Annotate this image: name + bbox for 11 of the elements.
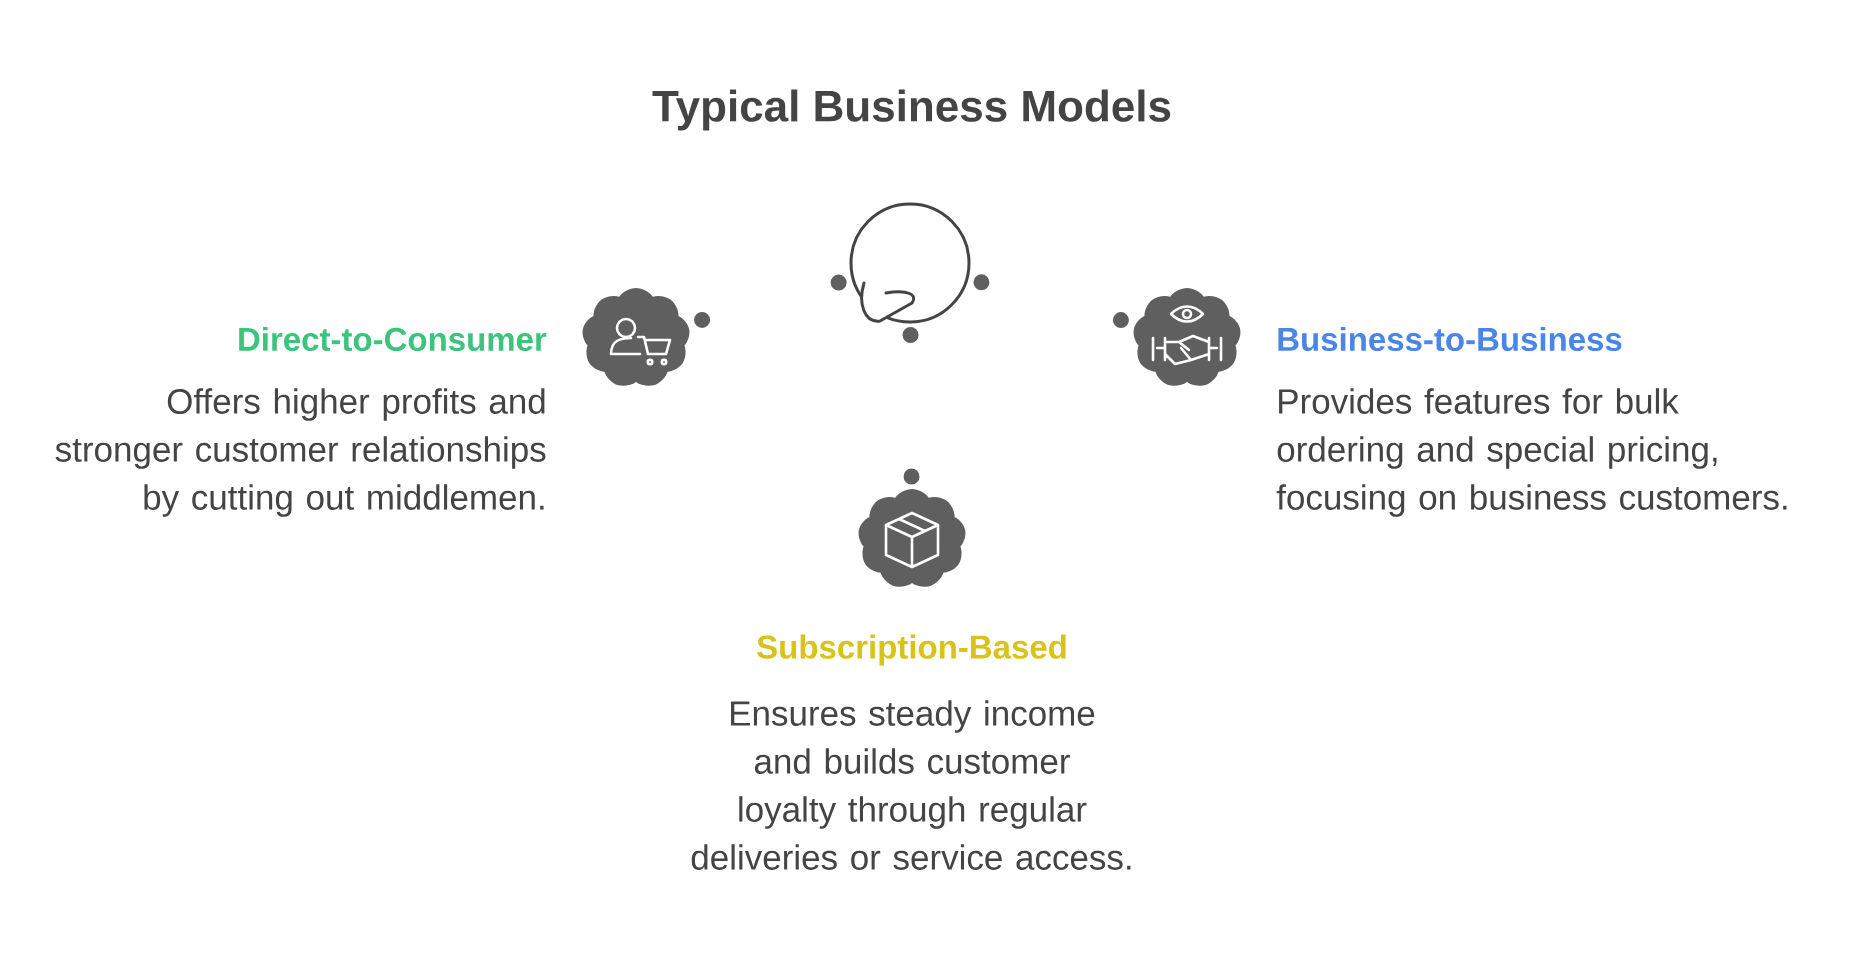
icon-cloud bbox=[858, 489, 966, 587]
heading: Direct-to-Consumer bbox=[239, 326, 547, 352]
icon-cloud bbox=[1133, 288, 1241, 386]
description: Offers higher profits and stronger customer relationships by cutting out middlemen. bbox=[55, 388, 546, 517]
description: Ensures steady income and builds customer loyalty through regular deliveries or service access. bbox=[691, 700, 1131, 870]
title: Typical Business Models bbox=[652, 89, 1171, 131]
heading: Subscription-Based bbox=[757, 634, 1066, 666]
thinking-icon bbox=[849, 202, 971, 324]
description: Provides features for bulk ordering and special pricing, focusing on business customers. bbox=[1276, 388, 1787, 517]
icon-cloud bbox=[582, 288, 690, 386]
heading: Business-to-Business bbox=[1278, 326, 1622, 352]
